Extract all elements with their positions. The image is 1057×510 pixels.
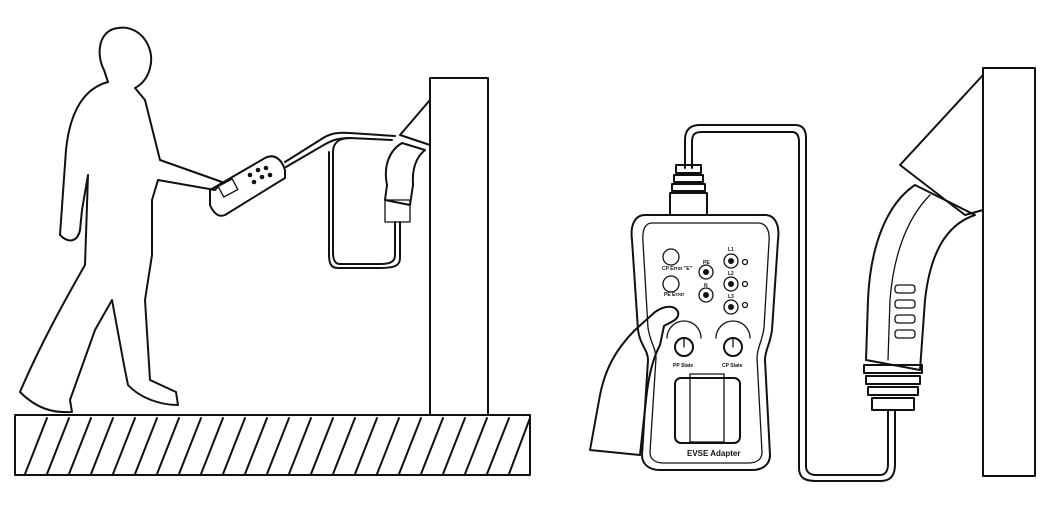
ground-hatch-line xyxy=(134,417,158,475)
ground-hatch-line xyxy=(68,417,92,475)
charging-connector-left xyxy=(384,99,431,223)
ground-hatch-line xyxy=(178,417,202,475)
ground-hatch-line xyxy=(156,417,180,475)
ground-hatch-line xyxy=(244,417,268,475)
person-silhouette xyxy=(19,26,223,414)
cp-state-label: CP State xyxy=(722,363,743,369)
plug-stem xyxy=(669,164,708,216)
cable-right xyxy=(684,124,896,482)
n-label: N xyxy=(704,283,708,289)
ground-hatch-line xyxy=(222,417,246,475)
handheld-tester xyxy=(209,155,286,217)
cp-error-label: CP Error "E" xyxy=(662,266,693,272)
charging-connector-right xyxy=(863,74,984,411)
adapter-title: EVSE Adapter xyxy=(687,449,741,458)
ground-hatch-line xyxy=(266,417,290,475)
ground xyxy=(14,414,531,476)
ground-hatch-line xyxy=(200,417,224,475)
hand xyxy=(589,305,680,456)
ground-hatch-line xyxy=(310,417,334,475)
evse-adapter-device: CP Error "E" PE Error PE N L1 L2 L3 PP S… xyxy=(630,214,780,471)
ground-hatch-line xyxy=(486,417,510,475)
ground-hatch-line xyxy=(398,417,422,475)
charging-post-left xyxy=(429,77,489,416)
ground-hatch-line xyxy=(24,417,48,475)
ground-hatch-line xyxy=(90,417,114,475)
ground-hatch-line xyxy=(420,417,444,475)
pe-error-label: PE Error xyxy=(664,292,684,298)
charging-post-right xyxy=(982,67,1036,477)
pe-label: PE xyxy=(703,260,710,266)
ground-hatch-line xyxy=(46,417,70,475)
ground-hatch-line xyxy=(442,417,466,475)
ground-hatch-line xyxy=(508,417,531,475)
l2-label: L2 xyxy=(728,271,734,277)
ground-hatch-line xyxy=(376,417,400,475)
ground-hatch-line xyxy=(354,417,378,475)
cable-left xyxy=(284,131,396,168)
ground-hatch-line xyxy=(288,417,312,475)
l1-label: L1 xyxy=(728,247,734,253)
ground-hatch-line xyxy=(464,417,488,475)
pp-state-label: PP State xyxy=(673,363,693,369)
ground-hatch-line xyxy=(112,417,136,475)
ground-hatch-line xyxy=(332,417,356,475)
l3-label: L3 xyxy=(728,294,734,300)
